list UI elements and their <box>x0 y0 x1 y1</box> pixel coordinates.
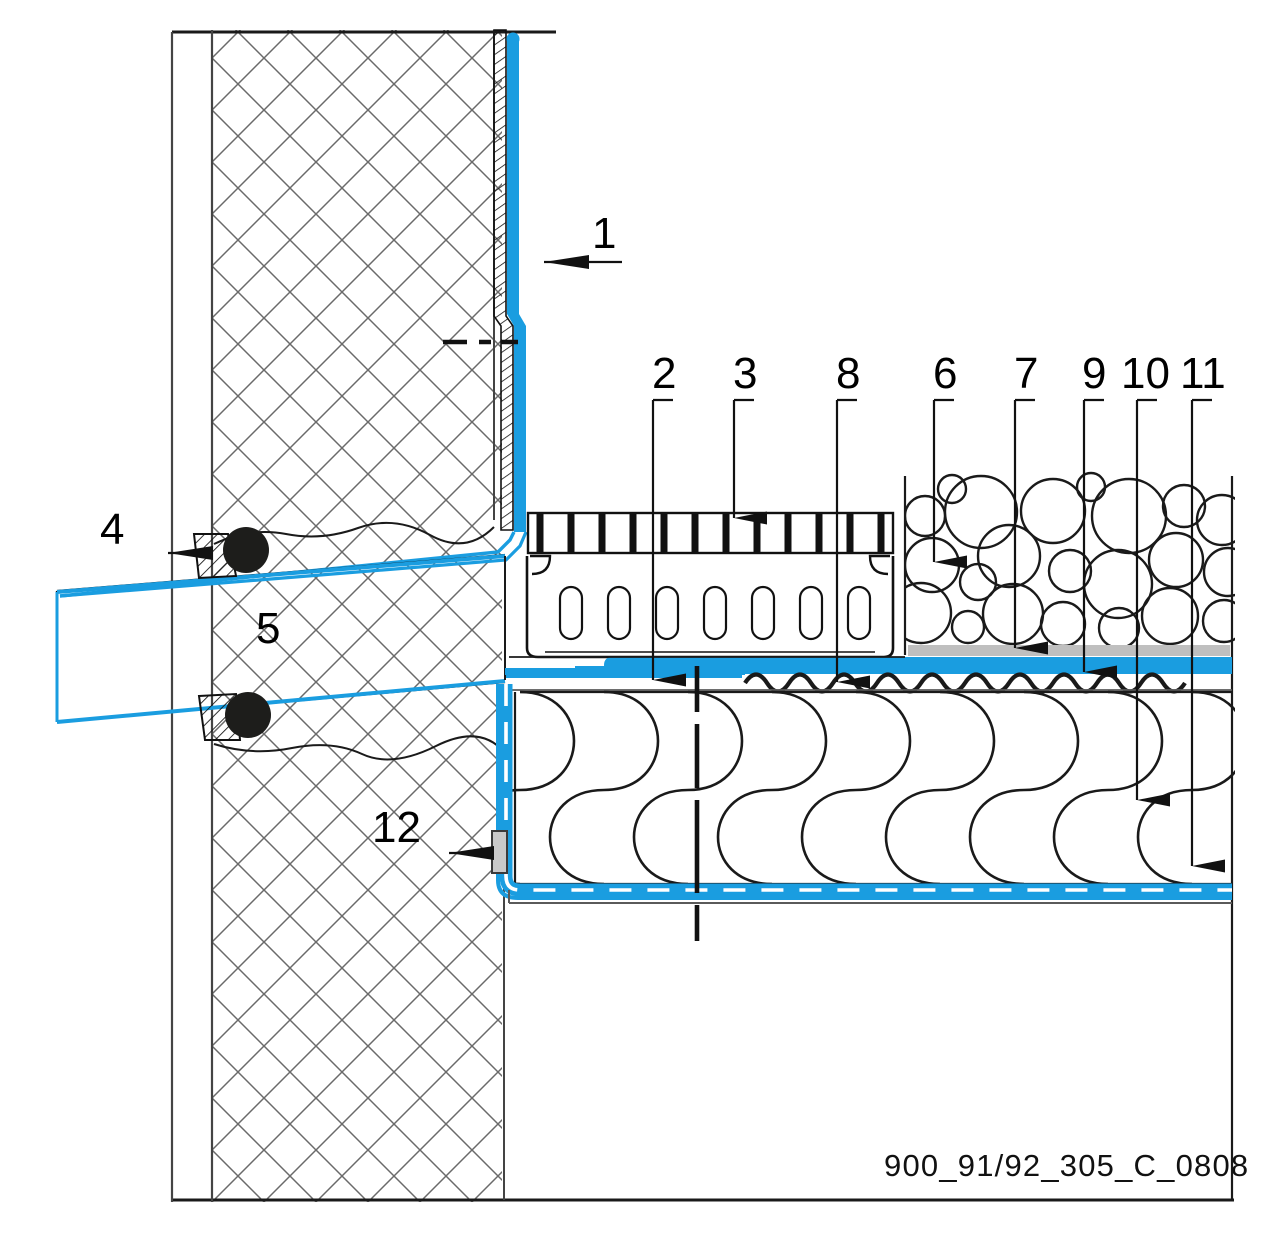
callout-label-2: 2 <box>652 349 677 398</box>
protection-fleece-layer <box>908 645 1230 656</box>
callout-label-7: 7 <box>1014 349 1039 398</box>
sealing-cord-lower <box>197 692 271 741</box>
masonry-wall <box>170 30 1234 1202</box>
gravel-ballast-layer <box>905 470 1235 652</box>
thermal-insulation-boards <box>509 690 1235 886</box>
wall-break-lines <box>213 521 505 761</box>
drawing-reference-code: 900_91/92_305_C_0808 <box>884 1148 1250 1183</box>
sealing-cord-upper <box>192 527 269 580</box>
callout-label-4: 4 <box>100 505 125 554</box>
callout-label-12: 12 <box>372 803 421 852</box>
callout-label-3: 3 <box>733 349 758 398</box>
callout-label-6: 6 <box>933 349 958 398</box>
callout-label-1: 1 <box>592 209 617 258</box>
vapour-barrier <box>496 684 1232 904</box>
callout-label-11: 11 <box>1180 349 1226 398</box>
edge-support-block <box>491 830 508 874</box>
callout-label-8: 8 <box>836 349 861 398</box>
wall-render-band <box>493 29 514 531</box>
grating-bars <box>536 514 885 552</box>
drainage-channel <box>525 511 895 659</box>
callout-label-10: 10 <box>1121 349 1170 398</box>
leader-lines <box>168 255 1225 873</box>
callout-label-5: 5 <box>256 604 281 653</box>
channel-slots <box>558 585 872 641</box>
callout-label-9: 9 <box>1082 349 1107 398</box>
tapered-sill-profile <box>55 553 742 724</box>
